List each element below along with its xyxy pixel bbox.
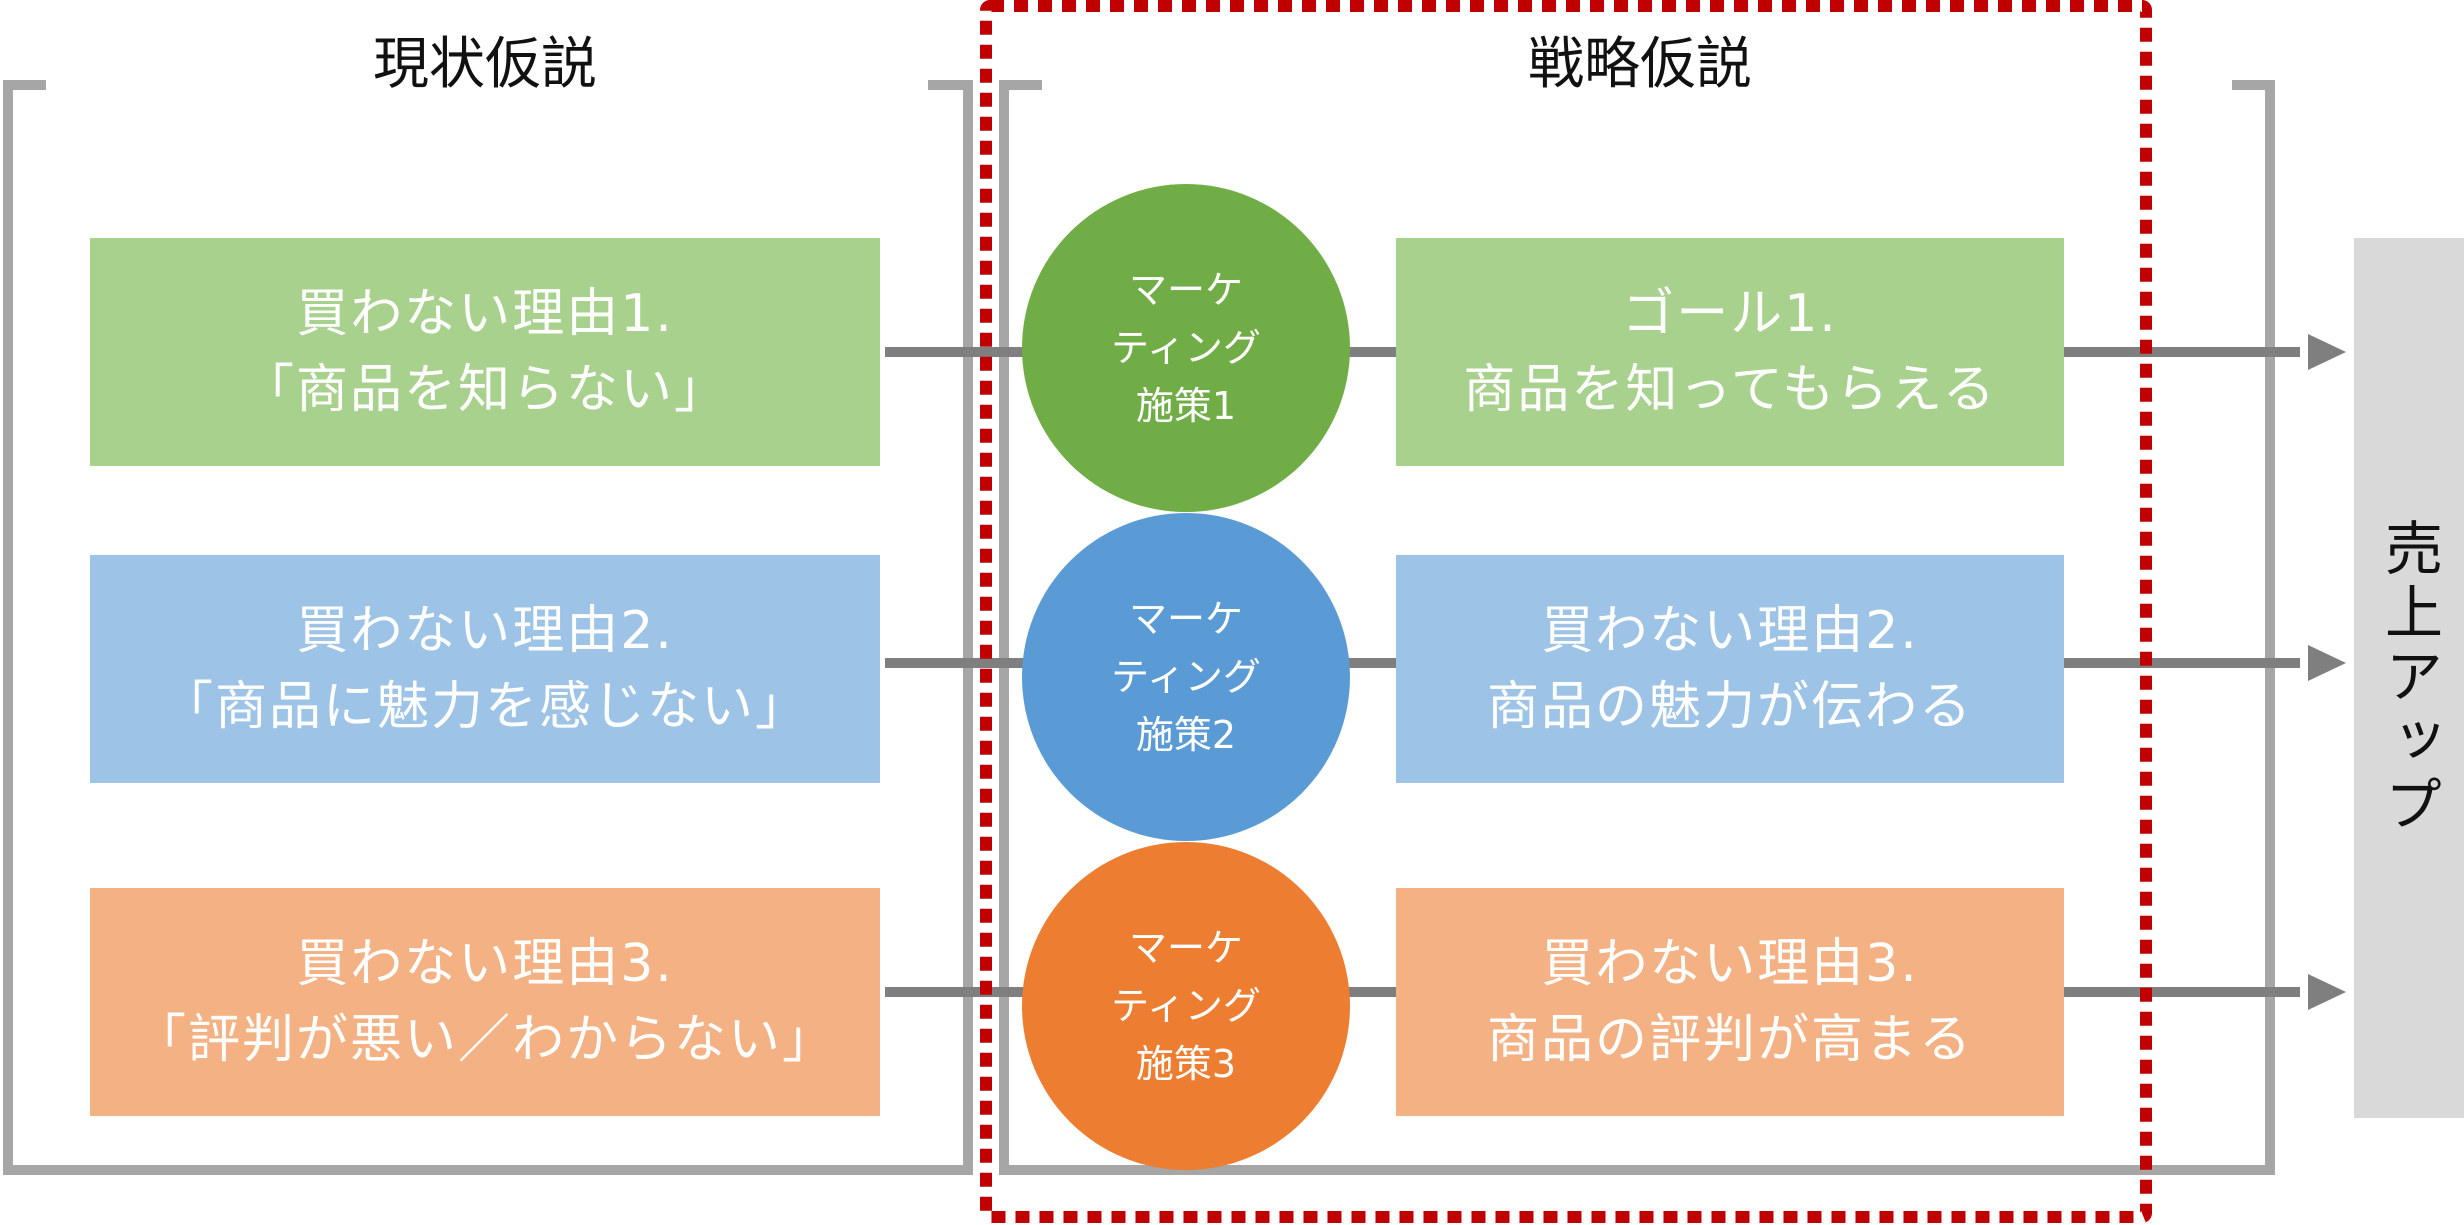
strategy-hypothesis-heading: 戦略仮説	[1528, 32, 1752, 97]
reason-box-1: 買わない理由1. 「商品を知らない」	[90, 238, 880, 466]
measure-circle-2: マーケ ティング 施策2	[1022, 513, 1350, 841]
measure-2-line-1: マーケ	[1128, 597, 1243, 641]
reason-box-2: 買わない理由2. 「商品に魅力を感じない」	[90, 555, 880, 783]
reason-2-title: 買わない理由2.	[296, 601, 674, 661]
sales-up-label: 売上アップ	[2375, 518, 2443, 838]
goal-1-title: ゴール1.	[1622, 284, 1838, 344]
measure-1-line-1: マーケ	[1128, 268, 1243, 312]
goal-3-title: 買わない理由3.	[1541, 934, 1919, 994]
reason-1-detail: 「商品を知らない」	[241, 360, 728, 420]
measure-2-line-3: 施策2	[1135, 713, 1237, 757]
measure-3-line-2: ティング	[1111, 984, 1261, 1028]
sales-up-bar: 売上アップ	[2354, 238, 2464, 1118]
arrow-head-row-1	[2308, 334, 2346, 370]
goal-box-2: 買わない理由2. 商品の魅力が伝わる	[1396, 555, 2064, 783]
reason-box-3: 買わない理由3. 「評判が悪い／わからない」	[90, 888, 880, 1116]
strategy-highlight-frame	[980, 0, 2152, 1223]
reason-3-detail: 「評判が悪い／わからない」	[133, 1010, 836, 1070]
measure-circle-1: マーケ ティング 施策1	[1022, 184, 1350, 512]
measure-1-line-2: ティング	[1111, 326, 1261, 370]
measure-1-line-3: 施策1	[1135, 384, 1237, 428]
reason-1-title: 買わない理由1.	[296, 284, 674, 344]
measure-3-line-1: マーケ	[1128, 926, 1243, 970]
goal-2-title: 買わない理由2.	[1541, 601, 1919, 661]
current-hypothesis-heading: 現状仮説	[373, 32, 597, 97]
measure-circle-3: マーケ ティング 施策3	[1022, 842, 1350, 1170]
measure-3-line-3: 施策3	[1135, 1042, 1237, 1086]
strategy-bracket	[999, 80, 2275, 1175]
goal-2-detail: 商品の魅力が伝わる	[1486, 677, 1973, 737]
arrow-head-row-3	[2308, 974, 2346, 1010]
goal-1-detail: 商品を知ってもらえる	[1463, 360, 1997, 420]
reason-3-title: 買わない理由3.	[296, 934, 674, 994]
current-bracket	[3, 80, 973, 1175]
measure-2-line-2: ティング	[1111, 655, 1261, 699]
goal-3-detail: 商品の評判が高まる	[1486, 1010, 1973, 1070]
goal-box-1: ゴール1. 商品を知ってもらえる	[1396, 238, 2064, 466]
arrow-head-row-2	[2308, 645, 2346, 681]
goal-box-3: 買わない理由3. 商品の評判が高まる	[1396, 888, 2064, 1116]
reason-2-detail: 「商品に魅力を感じない」	[160, 677, 809, 737]
